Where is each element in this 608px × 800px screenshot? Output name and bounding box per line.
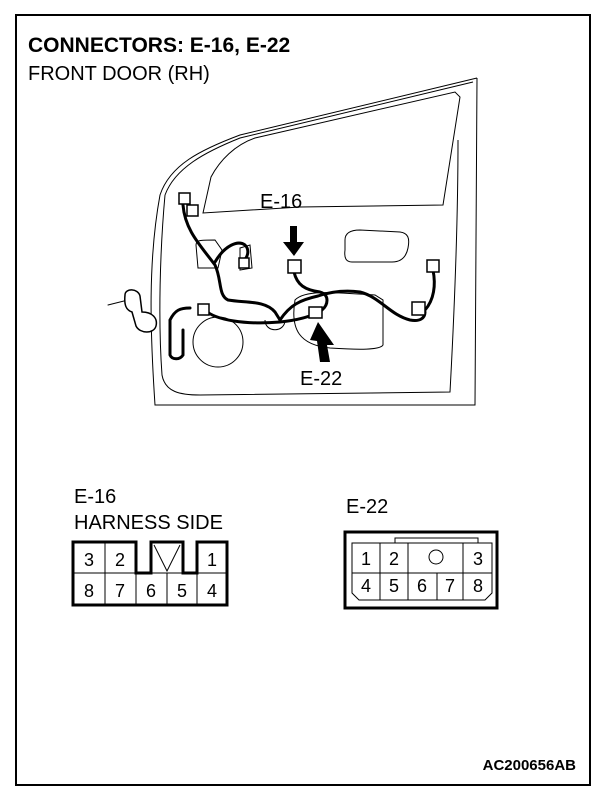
key-triangle-icon: [153, 544, 181, 573]
e22-label: E-22: [346, 496, 388, 518]
subtitle: FRONT DOOR (RH): [28, 63, 210, 85]
e16-pin: 6: [146, 581, 156, 601]
key-circle-icon: [428, 549, 444, 565]
title: CONNECTORS: E-16, E-22: [28, 34, 290, 57]
e16-pin: 5: [177, 581, 187, 601]
e16-label: E-16: [74, 486, 116, 508]
e16-pin: 1: [207, 550, 217, 570]
arrow-up-icon: [310, 322, 334, 362]
e22-pin: 8: [473, 576, 483, 596]
speaker-opening: [192, 316, 244, 368]
figure-code: AC200656AB: [483, 757, 577, 774]
e22-connector-face: [343, 530, 499, 610]
e16-pin: 2: [115, 550, 125, 570]
inner-panel: [159, 139, 459, 396]
e16-connector-icon: [287, 259, 302, 274]
e22-pin: 6: [417, 576, 427, 596]
e22-pin: 1: [361, 549, 371, 569]
e22-pin: 5: [389, 576, 399, 596]
e22-connector-icon: [308, 306, 323, 319]
e16-connector-face: [71, 540, 229, 607]
frame-border: [15, 14, 591, 786]
e22-pin: 7: [445, 576, 455, 596]
e22-pin: 4: [361, 576, 371, 596]
e22-pin: 3: [473, 549, 483, 569]
door-outline: [150, 77, 478, 406]
wiring-harness: [107, 203, 436, 361]
e22-pin: 2: [389, 549, 399, 569]
e16-pin: 8: [84, 581, 94, 601]
e16-pin: 7: [115, 581, 125, 601]
e16-pin: 3: [84, 550, 94, 570]
door-illustration: [150, 77, 478, 406]
callout-e16: E-16: [260, 191, 302, 213]
e16-side-label: HARNESS SIDE: [74, 512, 223, 534]
e16-pin: 4: [207, 581, 217, 601]
handle-recess: [344, 229, 410, 263]
arrow-down-icon: [283, 226, 304, 256]
callout-e22: E-22: [300, 368, 342, 390]
connector-blocks: [124, 192, 440, 333]
window-opening: [202, 91, 461, 214]
